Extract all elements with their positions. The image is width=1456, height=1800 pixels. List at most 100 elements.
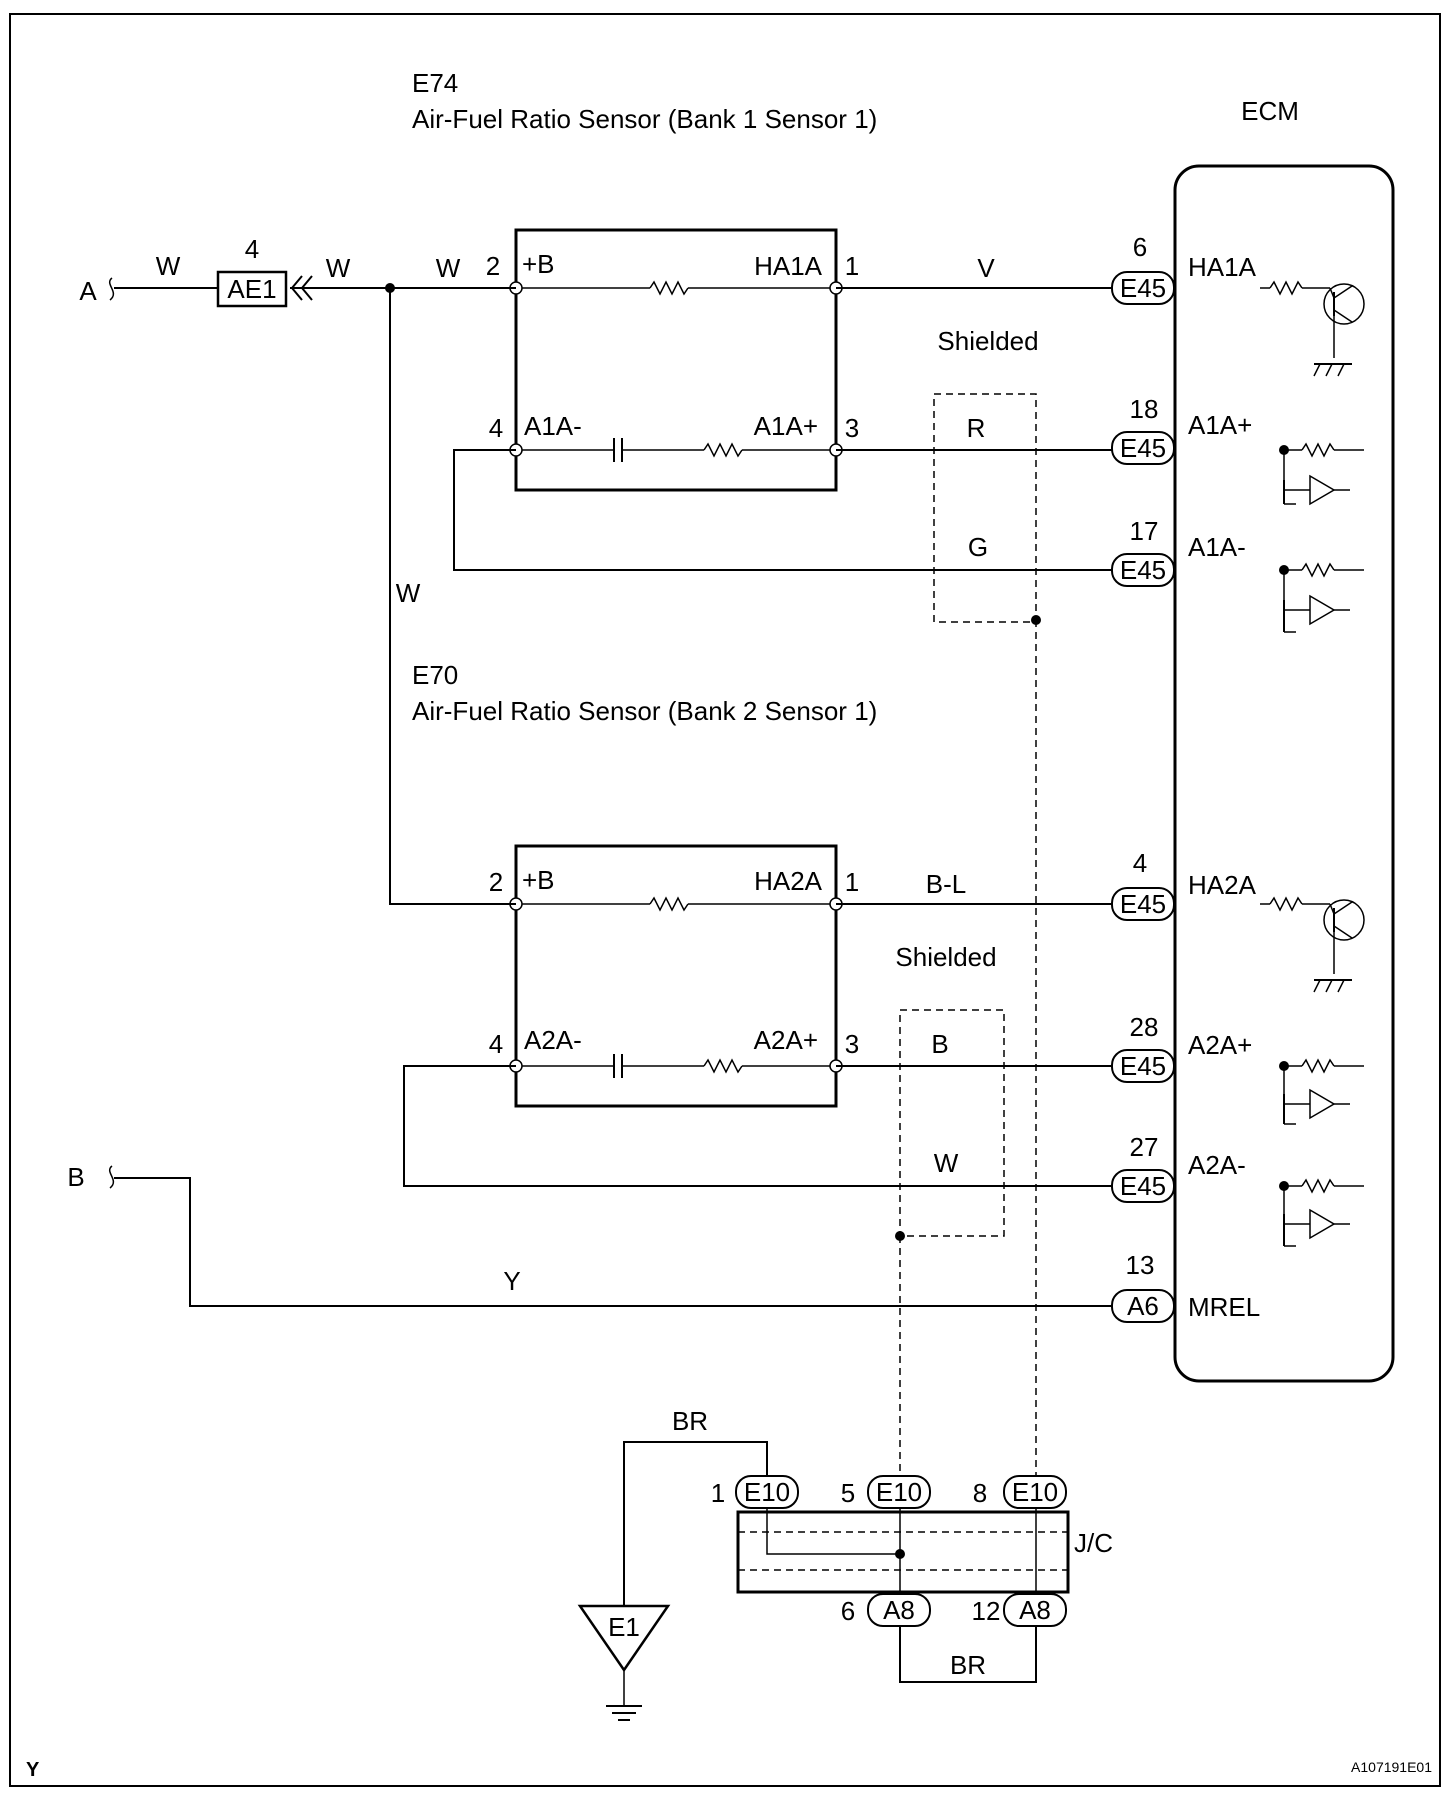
connector-ae1 (216, 270, 288, 308)
wire-label-v: V (977, 253, 995, 283)
junction-pin-number: 5 (841, 1478, 855, 1508)
sensor1-heater-resistor (649, 280, 689, 296)
ecm-pin-name: A2A- (1188, 1150, 1246, 1180)
sensor1-pin3: 3 (845, 413, 859, 443)
wire-a1a-minus (453, 449, 1112, 571)
diagram-frame (9, 13, 1441, 1787)
ecm-pin-name: HA1A (1188, 252, 1257, 282)
ecm-amplifier-1 (1279, 442, 1364, 506)
ecm-pin-number: 17 (1130, 516, 1159, 546)
connector-ae1-label: AE1 (227, 274, 276, 304)
sensor2-pin2: 2 (489, 867, 503, 897)
ecm-pin-name: MREL (1188, 1292, 1260, 1322)
junction-pin-number: 12 (972, 1596, 1001, 1626)
ecm-pin-number: 6 (1133, 232, 1147, 262)
ecm-connector-label: E45 (1120, 1171, 1166, 1201)
junction-box (736, 1510, 1070, 1594)
wire-mrel (114, 1177, 1112, 1307)
junction-top-connector-8: E10 8 (973, 1475, 1067, 1509)
input-b-label: B (67, 1162, 84, 1192)
ecm-connector (1111, 271, 1175, 305)
figure-id: A107191E01 (1351, 1759, 1432, 1775)
ecm-title: ECM (1241, 96, 1299, 126)
sensor2-heater-resistor (649, 896, 689, 912)
sensor2-pin4: 4 (489, 1029, 503, 1059)
ecm-connector (1111, 1169, 1175, 1203)
ecm-pin-name: HA2A (1188, 870, 1257, 900)
junction-pin-number: 1 (711, 1478, 725, 1508)
ecm-connector-row-2: E45 18 A1A+ (1111, 394, 1252, 465)
shield-label-2: Shielded (895, 942, 996, 972)
wire-label-w-shield2: W (934, 1148, 959, 1178)
ecm-pin-name: A1A- (1188, 532, 1246, 562)
wire-label-w-vertical: W (396, 578, 421, 608)
sensor1-term-b: +B (522, 249, 555, 279)
junction-connector-label: A8 (883, 1595, 915, 1625)
ecm-amplifier-4 (1279, 1178, 1364, 1247)
ecm-connector-row-5: E45 28 A2A+ (1111, 1012, 1252, 1083)
wire-br-bottom-loop (899, 1626, 1037, 1683)
ecm-connector-row-3: E45 17 A1A- (1111, 516, 1246, 587)
ecm-amplifier-2 (1279, 562, 1364, 633)
ecm-connector-label: E45 (1120, 1051, 1166, 1081)
input-a-break-icon (108, 277, 115, 301)
wire-label-b: B (931, 1029, 948, 1059)
wire-label-w-left: W (156, 251, 181, 281)
ecm-connector (1111, 553, 1175, 587)
wire-label-y: Y (503, 1266, 520, 1296)
ecm-heater-driver-2 (1260, 896, 1365, 993)
ecm-connector (1111, 1049, 1175, 1083)
ecm-connector (1111, 887, 1175, 921)
junction-connector-label: E10 (744, 1477, 790, 1507)
ecm-heater-driver-1 (1260, 280, 1365, 377)
input-b-break-icon (108, 1165, 115, 1189)
junction-bottom-connector-12: A8 12 (972, 1593, 1067, 1627)
wire-label-br-top: BR (672, 1406, 708, 1436)
wire-label-w-right: W (436, 253, 461, 283)
ecm-connector-label: E45 (1120, 555, 1166, 585)
ecm-connector-row-7: A6 13 MREL (1111, 1250, 1260, 1323)
sensor2-term-am: A2A- (524, 1025, 582, 1055)
ecm-pin-number: 27 (1130, 1132, 1159, 1162)
shield-box-2 (899, 1009, 1005, 1237)
junction-connector-label: E10 (1012, 1477, 1058, 1507)
ecm-connector-label: E45 (1120, 273, 1166, 303)
wire-w-to-sensor2 (389, 288, 516, 905)
wire-a2a-minus (403, 1065, 1112, 1187)
sensor1-code: E74 (412, 68, 458, 98)
sensor1-name: Air-Fuel Ratio Sensor (Bank 1 Sensor 1) (412, 104, 877, 134)
junction-internal-wire-1 (766, 1508, 900, 1555)
junction-connector-label: A8 (1019, 1595, 1051, 1625)
junction-pin-number: 8 (973, 1478, 987, 1508)
ecm-box (1173, 164, 1395, 1383)
wire-label-w-mid: W (326, 253, 351, 283)
sensor2-term-ha: HA2A (754, 866, 823, 896)
junction-top-connector-5: E10 5 (841, 1475, 931, 1509)
sensor2-pin3: 3 (845, 1029, 859, 1059)
junction-label: J/C (1074, 1528, 1113, 1558)
wire-label-bl: B-L (926, 869, 966, 899)
junction-splice-point (895, 1549, 905, 1559)
sensor1-pin4: 4 (489, 413, 503, 443)
sensor1-cell-resistor (703, 442, 743, 458)
wire-label-g: G (968, 532, 988, 562)
corner-mark: Y (26, 1759, 40, 1781)
ecm-connector-row-4: E45 4 HA2A (1111, 848, 1257, 921)
ecm-amplifier-3 (1279, 1058, 1364, 1125)
junction-bottom-connector-6: A8 6 (841, 1593, 931, 1627)
junction-top-connector-1: E10 1 (711, 1475, 799, 1509)
ecm-connector-label: A6 (1127, 1291, 1159, 1321)
ecm-pin-number: 28 (1130, 1012, 1159, 1042)
wire-br-to-ground (623, 1441, 768, 1606)
junction-connector-label: E10 (876, 1477, 922, 1507)
wire-label-br-bottom: BR (950, 1650, 986, 1680)
sensor2-pin1: 1 (845, 867, 859, 897)
sensor1-term-ha: HA1A (754, 251, 823, 281)
sensor1-term-ap: A1A+ (754, 411, 818, 441)
ecm-connector (1111, 431, 1175, 465)
input-a-label: A (79, 276, 97, 306)
shield-label-1: Shielded (937, 326, 1038, 356)
sensor2-code: E70 (412, 660, 458, 690)
ecm-pin-name: A2A+ (1188, 1030, 1252, 1060)
ecm-connector-row-6: E45 27 A2A- (1111, 1132, 1246, 1203)
